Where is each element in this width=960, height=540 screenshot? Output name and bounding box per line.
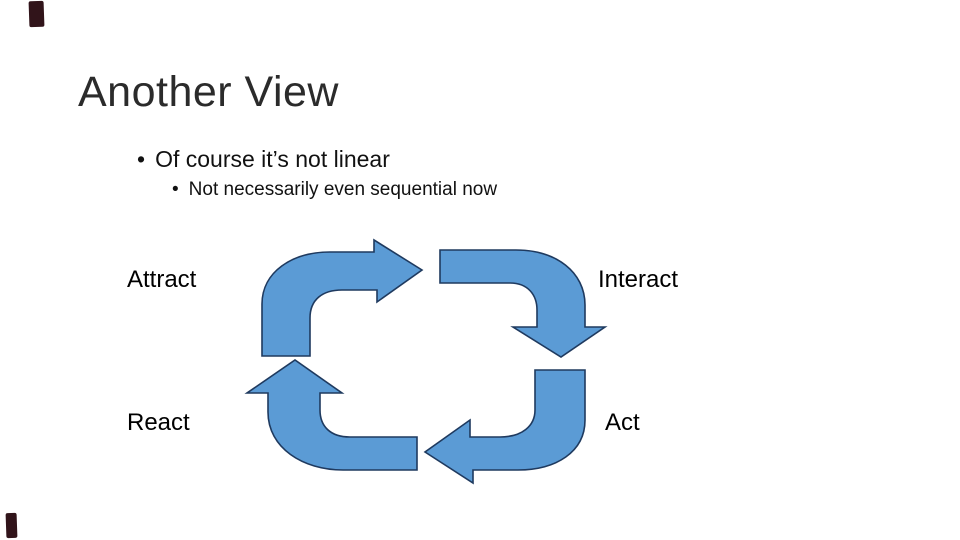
cycle-label-react: React: [127, 409, 190, 436]
page-title: Another View: [78, 68, 339, 116]
bullet-dot-icon: •: [137, 146, 146, 172]
cycle-arrow-bottom-right-left-icon: [423, 369, 586, 485]
cycle-label-interact: Interact: [598, 266, 679, 293]
cycle-arrow-top-right-down-icon: [439, 249, 608, 358]
bullet-text: Of course it’s not linear: [155, 146, 390, 172]
bullet-text: Not necessarily even sequential now: [188, 179, 498, 200]
cycle-arrow-top-left-right-icon: [261, 238, 424, 357]
bullet-level-2: • Not necessarily even sequential now: [172, 179, 497, 201]
cycle-arrow-bottom-left-up-icon: [244, 359, 418, 471]
bullet-level-1: • Of course it’s not linear: [137, 146, 390, 173]
cycle-label-act: Act: [605, 409, 640, 436]
bullet-dot-icon: •: [172, 179, 179, 200]
cycle-label-attract: Attract: [127, 266, 197, 293]
